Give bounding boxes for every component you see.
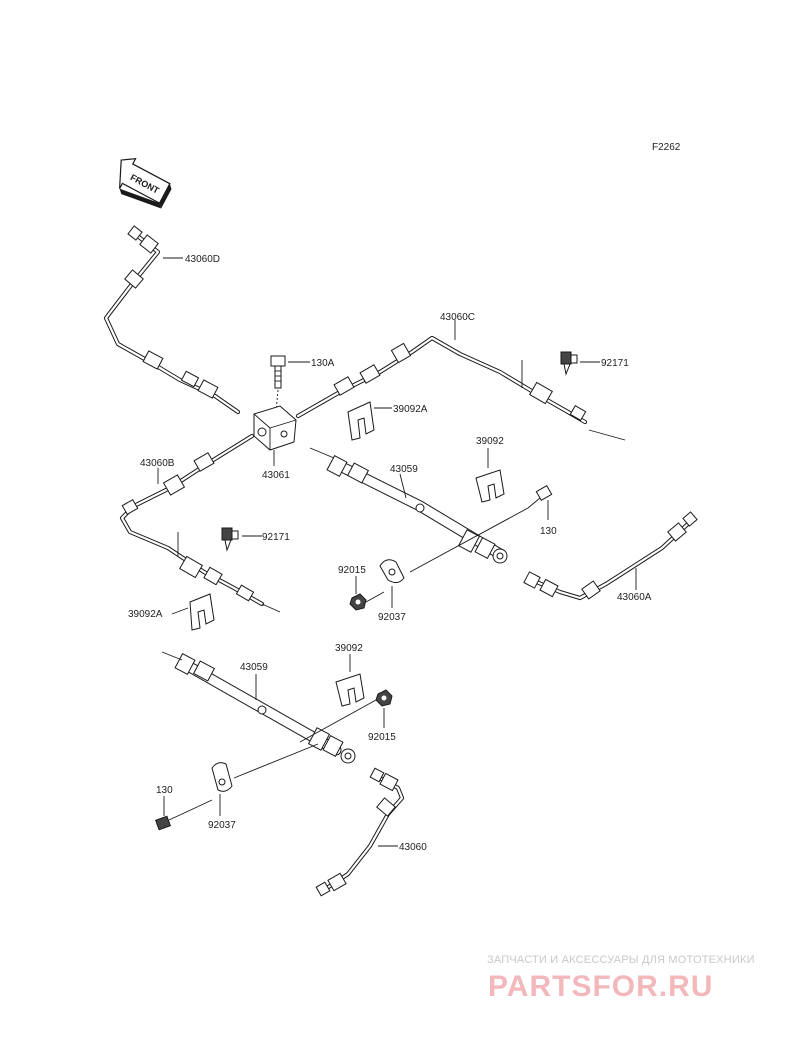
watermark-brand: PARTSFOR.RU <box>488 970 713 1003</box>
label-130-bottom: 130 <box>156 785 173 796</box>
label-92015-top: 92015 <box>338 565 366 576</box>
label-92171-top: 92171 <box>601 358 629 369</box>
label-92037-top: 92037 <box>378 612 406 623</box>
clamp-92037-bottom <box>211 762 233 792</box>
joint-43061 <box>253 405 297 451</box>
label-130-top: 130 <box>540 526 557 537</box>
clamp-92037-top <box>379 559 405 584</box>
brake-pipe-43060C <box>295 335 588 425</box>
label-43059-bottom: 43059 <box>240 662 268 673</box>
label-92015-bottom: 92015 <box>368 732 396 743</box>
bolt-130-top <box>527 484 553 509</box>
label-39092-top: 39092 <box>476 436 504 447</box>
label-39092-bottom: 39092 <box>335 643 363 654</box>
front-arrow-icon: FRONT <box>118 157 172 209</box>
label-92037-bottom: 92037 <box>208 820 236 831</box>
label-43060D: 43060D <box>185 254 220 265</box>
label-43061: 43061 <box>262 470 290 481</box>
nut-92015-top <box>349 593 367 611</box>
clip-39092A-top <box>347 401 375 441</box>
bleeder-valve-92171-top <box>560 351 578 376</box>
label-39092A-top: 39092A <box>393 404 428 415</box>
brake-pipe-43060D <box>103 225 241 415</box>
clip-39092-top <box>475 469 505 503</box>
label-130A: 130A <box>311 358 335 369</box>
label-39092A-left: 39092A <box>128 609 163 620</box>
label-43060B: 43060B <box>140 458 175 469</box>
label-43060C: 43060C <box>440 312 475 323</box>
bleeder-valve-92171-left <box>221 527 239 552</box>
brake-pipe-43060B <box>119 433 265 607</box>
label-43060: 43060 <box>399 842 427 853</box>
brake-pipe-43060 <box>315 767 405 897</box>
label-43059-top: 43059 <box>390 464 418 475</box>
clip-39092A-left <box>189 593 215 631</box>
bolt-130-bottom <box>155 813 183 831</box>
diagram-code: F2262 <box>652 142 681 153</box>
clip-39092-bottom <box>335 673 365 707</box>
label-43060A: 43060A <box>617 592 652 603</box>
nut-92015-bottom <box>375 689 393 707</box>
watermark-tagline: ЗАПЧАСТИ И АКСЕССУАРЫ ДЛЯ МОТОТЕХНИКИ <box>487 954 755 966</box>
bolt-130A <box>270 355 286 389</box>
brake-pipe-43060A <box>523 511 698 601</box>
label-92171-left: 92171 <box>262 532 290 543</box>
